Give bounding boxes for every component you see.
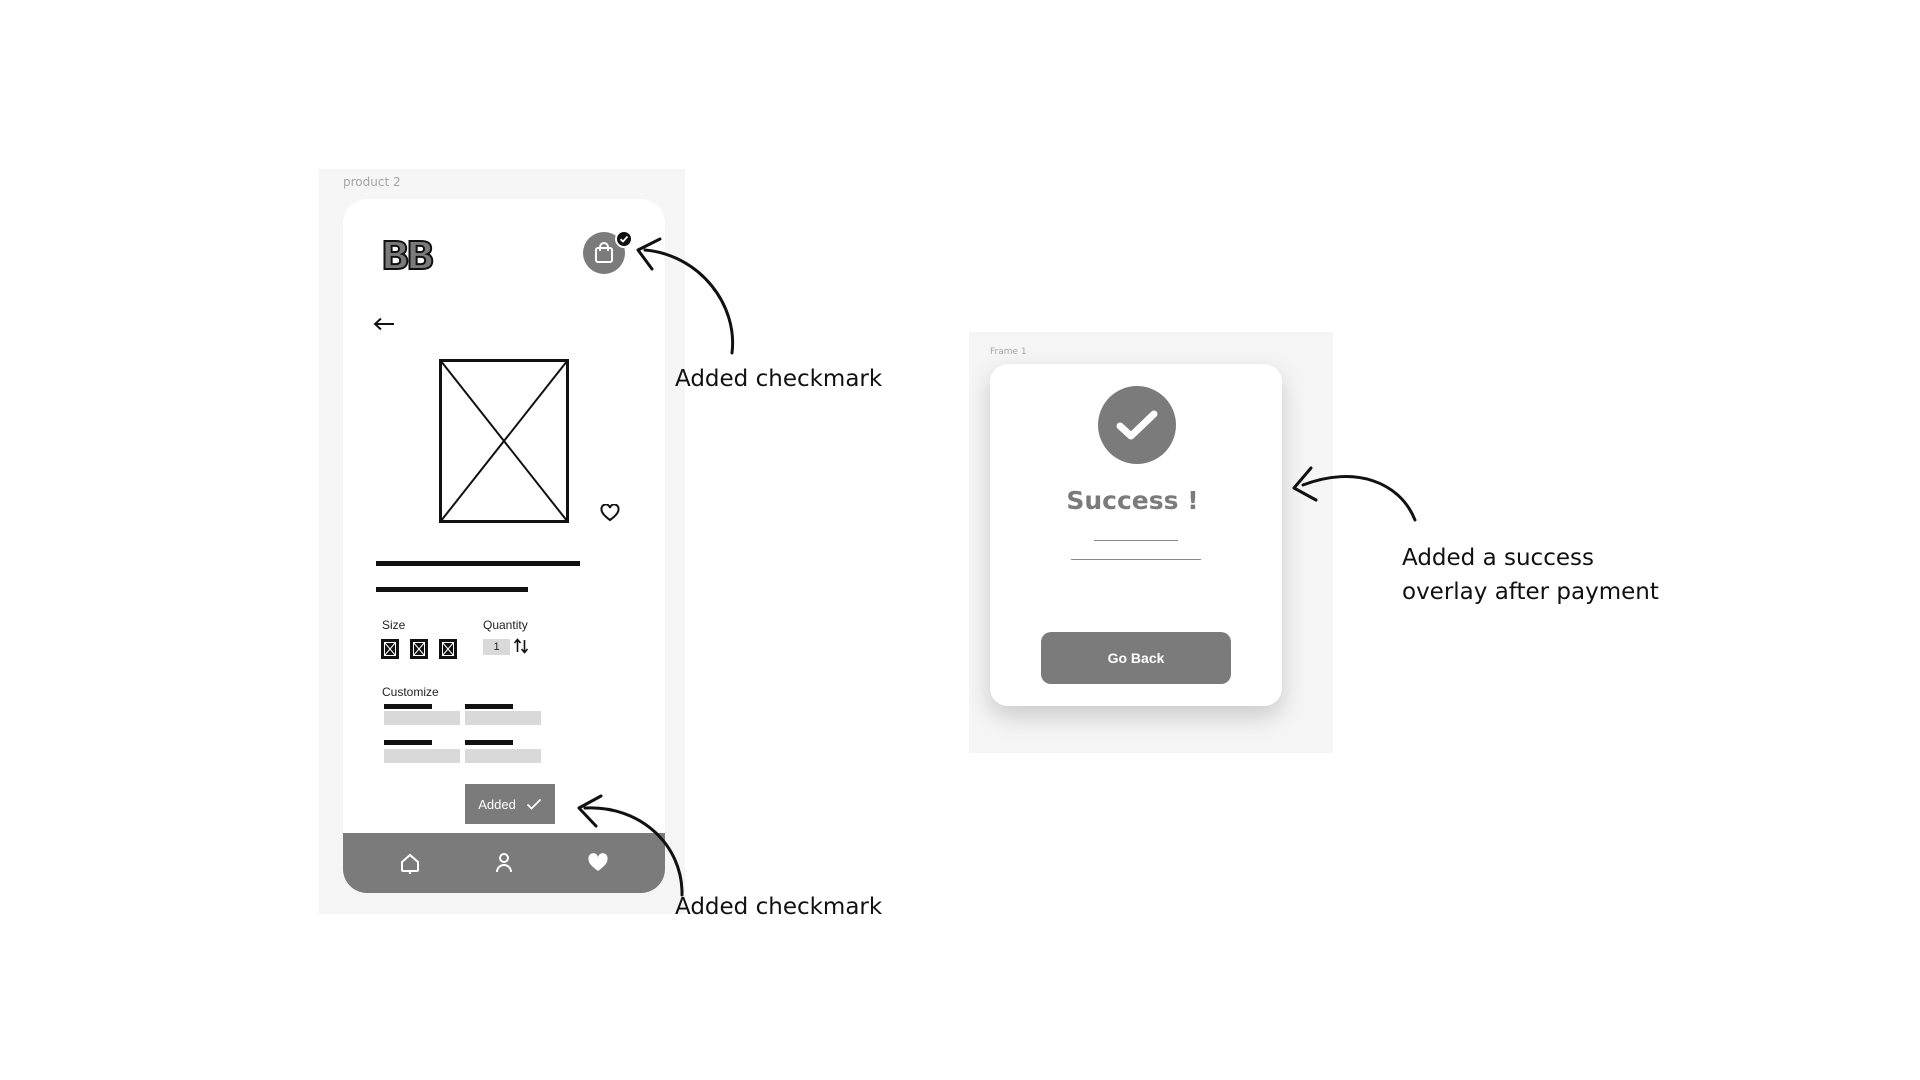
- nav-profile[interactable]: [484, 843, 524, 883]
- annotation-button-checkmark: Added checkmark: [675, 894, 883, 920]
- quantity-value[interactable]: 1: [483, 639, 510, 655]
- bottom-nav: [343, 833, 665, 893]
- customize-field-input[interactable]: [465, 711, 541, 725]
- product-image-placeholder: [439, 359, 569, 523]
- nav-home[interactable]: [390, 843, 430, 883]
- customize-field-label: [384, 740, 432, 745]
- quantity-label: Quantity: [483, 618, 528, 632]
- added-button-label: Added: [478, 796, 516, 812]
- favorite-heart-icon[interactable]: [600, 504, 620, 522]
- frame-label: product 2: [343, 175, 401, 189]
- image-placeholder-icon: [442, 642, 454, 656]
- customize-label: Customize: [382, 685, 439, 699]
- annotation-arrow: [577, 794, 684, 897]
- product-frame: product 2 BB Size Quantity: [319, 169, 685, 914]
- image-placeholder-icon: [384, 642, 396, 656]
- annotation-arrow: [636, 237, 735, 355]
- user-icon: [496, 853, 512, 873]
- customize-field-label: [384, 704, 432, 709]
- check-icon: [526, 798, 541, 810]
- frame-label: Frame 1: [990, 347, 1027, 357]
- size-option[interactable]: [410, 639, 428, 659]
- success-frame: Frame 1 Success ! Go Back: [969, 332, 1333, 753]
- customize-field-input[interactable]: [465, 749, 541, 763]
- cart-checkmark-badge: [615, 230, 633, 248]
- product-subtitle-placeholder: [376, 587, 528, 592]
- success-overlay: Success ! Go Back: [990, 364, 1282, 706]
- added-to-cart-button[interactable]: Added: [465, 784, 555, 824]
- nav-favorites[interactable]: [578, 843, 618, 883]
- shopping-bag-icon: [595, 242, 613, 263]
- customize-field-input[interactable]: [384, 749, 460, 763]
- logo: BB: [380, 234, 436, 278]
- message-placeholder: [1071, 559, 1201, 560]
- heart-icon: [588, 853, 608, 871]
- customize-field-label: [465, 704, 513, 709]
- annotation-line: overlay after payment: [1402, 579, 1659, 605]
- check-icon: [1116, 410, 1158, 440]
- product-title-placeholder: [376, 561, 580, 566]
- check-icon: [619, 235, 629, 243]
- customize-field-input[interactable]: [384, 711, 460, 725]
- phone-screen: BB Size Quantity: [343, 199, 665, 893]
- message-placeholder: [1094, 540, 1178, 541]
- go-back-button[interactable]: Go Back: [1041, 632, 1231, 684]
- quantity-stepper-icon[interactable]: [513, 637, 529, 655]
- customize-field-label: [465, 740, 513, 745]
- annotation-arrow: [1292, 466, 1417, 522]
- annotation-success-overlay: Added a success overlay after payment: [1402, 541, 1659, 609]
- back-arrow-icon[interactable]: [373, 317, 395, 331]
- success-title: Success !: [1066, 486, 1199, 515]
- size-option[interactable]: [381, 639, 399, 659]
- annotation-cart-checkmark: Added checkmark: [675, 366, 883, 392]
- size-label: Size: [382, 618, 406, 632]
- size-option[interactable]: [439, 639, 457, 659]
- success-check-circle: [1098, 386, 1176, 464]
- home-icon: [401, 853, 419, 874]
- image-placeholder-icon: [413, 642, 425, 656]
- annotation-line: Added a success: [1402, 545, 1594, 571]
